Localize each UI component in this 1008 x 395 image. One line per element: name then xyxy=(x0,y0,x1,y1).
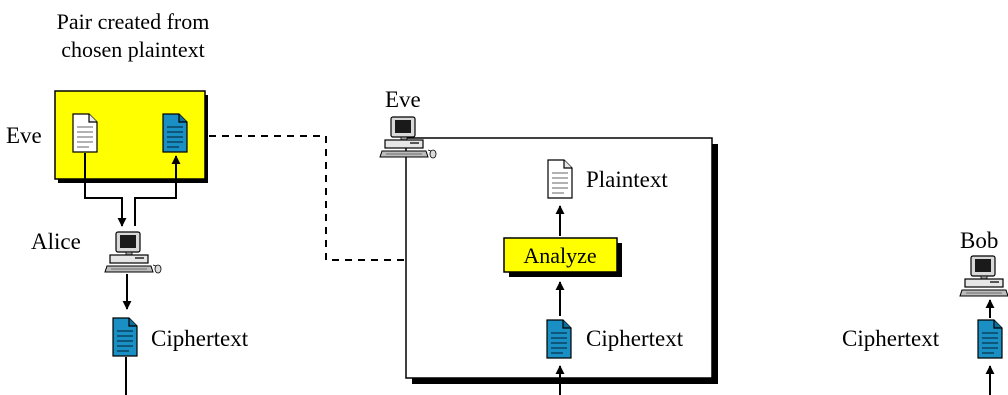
bob-ciphertext-icon xyxy=(977,319,1003,359)
eve-label: Eve xyxy=(385,87,421,112)
pair-eve-label: Eve xyxy=(6,123,42,148)
pair-title-line2: chosen plaintext xyxy=(61,37,205,62)
bob-computer-icon xyxy=(959,255,1008,298)
pair-connectors xyxy=(84,153,181,227)
analyze-box-fill xyxy=(503,237,618,273)
eve-ciphertext-label: Ciphertext xyxy=(586,326,684,351)
plaintext-document-icon xyxy=(72,113,98,153)
analyze-label: Analyze xyxy=(523,243,596,268)
analyze-box: Analyze xyxy=(503,237,622,277)
ciphertext-document-icon xyxy=(162,113,188,153)
plaintext-to-alice-arrow xyxy=(84,153,127,227)
pair-title-line1: Pair created from xyxy=(57,9,210,34)
bob-label: Bob xyxy=(960,228,998,253)
eve-plaintext-label: Plaintext xyxy=(586,167,668,192)
alice-to-ciphertext-arrow xyxy=(134,155,181,226)
alice-computer-icon xyxy=(104,231,162,274)
alice-ciphertext-icon xyxy=(112,317,138,357)
alice-label: Alice xyxy=(31,229,81,254)
eve-plaintext-icon xyxy=(547,159,573,199)
bob-ciphertext-label: Ciphertext xyxy=(842,326,940,351)
alice-ciphertext-label: Ciphertext xyxy=(151,326,249,351)
eve-ciphertext-icon xyxy=(546,319,572,359)
